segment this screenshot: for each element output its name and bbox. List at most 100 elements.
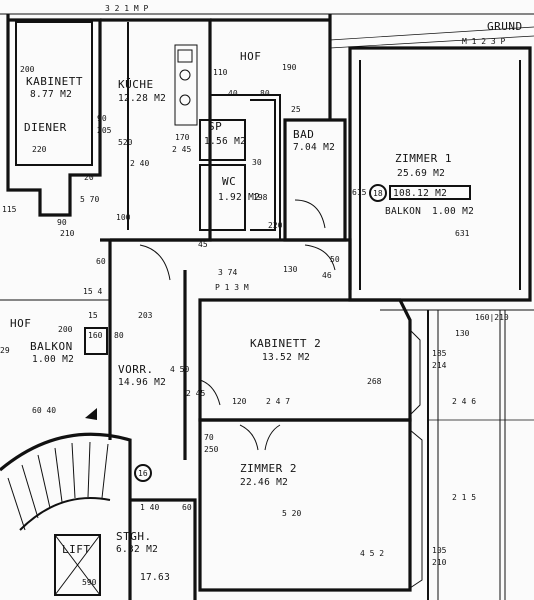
room-area-balkon2: 1.00 M2	[32, 354, 74, 365]
apartment-number: 18	[373, 189, 383, 198]
kabinett2-bay	[409, 329, 421, 416]
wall-kabinett2	[198, 298, 412, 422]
dim-label: 2 4 7	[266, 397, 290, 406]
room-name-hof-left: HOF	[10, 317, 31, 330]
dim-label: 46	[322, 271, 332, 280]
room-name-diener: DIENER	[24, 121, 67, 134]
dim-label: 2 1 5	[452, 493, 476, 502]
dim-label: 4 5 2	[360, 549, 384, 558]
dim-label: 185	[432, 349, 447, 358]
wall-shaft	[250, 99, 276, 231]
wall-sp	[199, 119, 246, 161]
lift-shaft	[54, 534, 101, 596]
dim-label: 80	[114, 331, 124, 340]
dim-label: 60	[182, 503, 192, 512]
dim-label: 100	[116, 213, 131, 222]
dim-label: 3 74	[218, 268, 237, 277]
dim-label: P 1 3 M	[215, 283, 249, 292]
wall-kueche	[100, 18, 212, 242]
dim-label: 5 70	[80, 195, 99, 204]
dim-label: 160	[88, 331, 103, 340]
dim-label: 190	[282, 63, 297, 72]
grund-label: GRUND	[487, 20, 523, 33]
stgh-wall	[130, 498, 197, 600]
dim-label: 200	[58, 325, 73, 334]
lift-cross-2	[54, 534, 101, 596]
dim-label: 615	[352, 188, 367, 197]
dimension-labels: 200 90 205 220 520 2 40 5 70 20 2 45 170…	[0, 63, 509, 587]
dim-label: 29	[0, 346, 10, 355]
dim-label: 268	[367, 377, 382, 386]
apartment-marker-circle	[369, 184, 387, 202]
room-area-kabinett2: 13.52 M2	[262, 352, 310, 363]
grund-code-label: M 1 2 3 P	[462, 37, 506, 46]
room-area-sp: 1.56 M2	[204, 136, 246, 147]
zimmer2-bay	[409, 429, 423, 589]
dim-label: 130	[283, 265, 298, 274]
apartment-number-2: 16	[138, 469, 148, 478]
dim-label: 25	[291, 105, 301, 114]
dim-label: 205	[97, 126, 112, 135]
dim-label: 220	[268, 221, 283, 230]
dim-label: 170	[175, 133, 190, 142]
stair-treads	[7, 441, 109, 531]
room-name-bad: BAD	[293, 128, 314, 141]
stair-outer-wall	[0, 432, 132, 600]
stair-inner-arc	[19, 497, 111, 531]
dim-label: 2 45	[186, 389, 205, 398]
dim-label: 220	[32, 145, 47, 154]
room-name-balkon2: BALKON	[30, 340, 73, 353]
dim-label: 110	[213, 68, 228, 77]
corridor-door-swing-2	[304, 244, 336, 271]
wall-kabinett1-inner	[15, 21, 93, 166]
apartment-total: 108.12 M2	[393, 188, 447, 199]
dim-label: 590	[82, 578, 97, 587]
dim-label: 631	[455, 229, 470, 238]
dim-label: 30	[252, 158, 262, 167]
dim-label: 203	[138, 311, 153, 320]
dim-label: 210	[432, 558, 447, 567]
dim-label: 50	[330, 255, 340, 264]
kueche-appliance-box	[174, 44, 198, 126]
dim-label: 214	[432, 361, 447, 370]
room-area-zimmer1: 25.69 M2	[397, 168, 445, 179]
wall-sp-block	[210, 94, 281, 240]
room-name-wc: WC	[222, 175, 236, 188]
stove-square	[177, 49, 193, 63]
room-name-kueche: KÜCHE	[118, 78, 154, 91]
wall-wc	[199, 164, 246, 231]
room-name-sp: SP	[208, 120, 222, 133]
sink-circle-2	[179, 94, 191, 106]
kabinett2-door-swing	[199, 379, 221, 406]
wall-zimmer2	[198, 418, 412, 592]
dim-label: 2 4 6	[452, 397, 476, 406]
top-code-label: 3 2 1 M P	[105, 4, 149, 13]
dim-label: 120	[232, 397, 247, 406]
zimmer2-door-swing-1	[239, 424, 259, 451]
room-name-stgh: STGH.	[116, 530, 152, 543]
room-name-zimmer1: ZIMMER 1	[395, 152, 452, 165]
grund-boundary-line-2	[329, 35, 534, 49]
room-name-lift: LIFT	[62, 543, 91, 556]
room-area-kueche: 12.28 M2	[118, 93, 166, 104]
dim-label: 250	[204, 445, 219, 454]
lift-level: 17.63	[140, 572, 170, 583]
room-area-wc: 1.92 M2	[218, 192, 260, 203]
apartment-marker-circle-2	[134, 464, 152, 482]
bad-door-swing	[294, 199, 326, 229]
zimmer2-door-swing-2	[264, 424, 281, 451]
dim-label: 160|210	[475, 313, 509, 322]
dim-label: 5 20	[282, 509, 301, 518]
wall-zimmer1	[348, 46, 532, 302]
dim-label: 1 40	[140, 503, 159, 512]
room-area-balkon1: 1.00 M2	[432, 206, 474, 217]
north-arrow-icon	[85, 408, 97, 420]
corridor-top-wall	[110, 238, 352, 290]
balkon2-box	[84, 327, 108, 355]
dim-label: 60	[96, 257, 106, 266]
room-name-kabinett1: KABINETT	[26, 75, 83, 88]
dim-label: 70	[204, 433, 214, 442]
apartment-total-box	[389, 185, 471, 200]
room-name-kabinett2: KABINETT 2	[250, 337, 321, 350]
dim-label: 45	[198, 240, 208, 249]
